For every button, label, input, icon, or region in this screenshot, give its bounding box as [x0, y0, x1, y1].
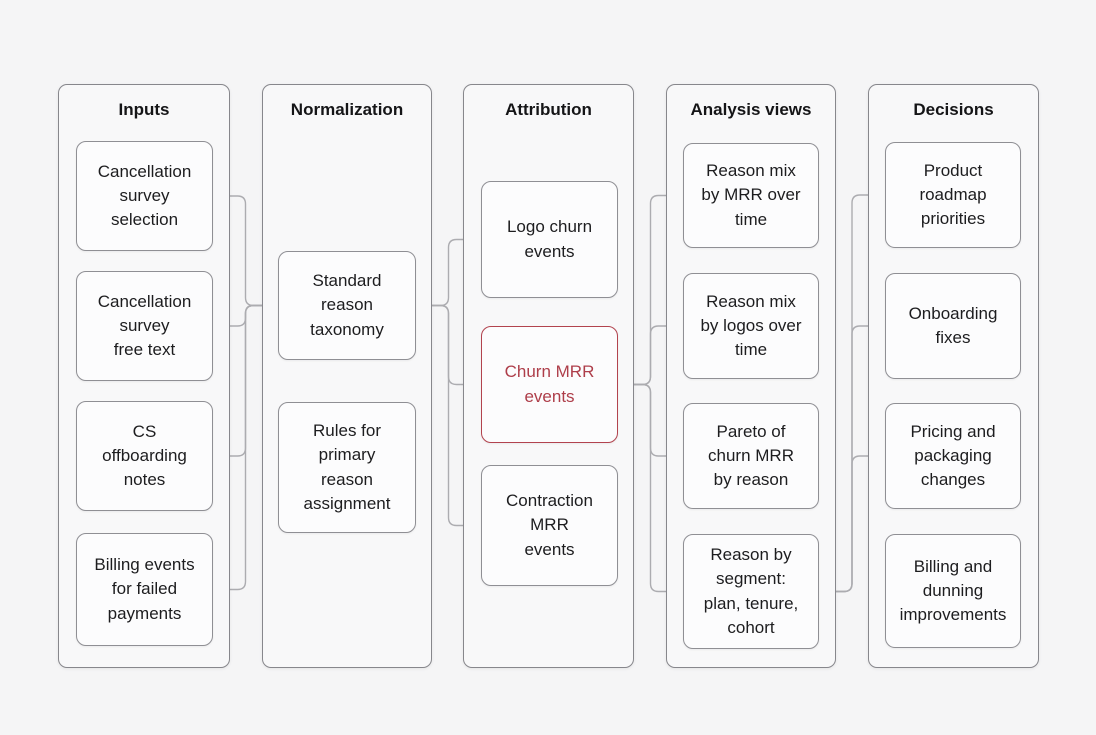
node-label: Onboarding fixes	[908, 303, 998, 347]
node-label: Reason mix by MRR over time	[701, 161, 801, 229]
node-cs-offboarding-notes: CS offboarding notes	[76, 401, 213, 511]
node-label: Standard reason taxonomy	[310, 271, 384, 339]
node-rules-for-primary-reason-assignment: Rules for primary reason assignment	[278, 402, 416, 533]
column-title: Inputs	[118, 100, 170, 119]
column-title: Attribution	[505, 100, 592, 119]
column-decisions: Decisions Product roadmap priorities Onb…	[868, 84, 1039, 668]
column-title: Normalization	[290, 100, 404, 119]
node-cancellation-survey-selection: Cancellation survey selection	[76, 141, 213, 251]
node-label: Contraction MRR events	[506, 491, 593, 559]
node-contraction-mrr-events: Contraction MRR events	[481, 465, 618, 586]
node-label: Reason by segment: plan, tenure, cohort	[703, 545, 799, 637]
node-billing-and-dunning-improvements: Billing and dunning improvements	[885, 534, 1021, 648]
column-normalization: Normalization Standard reason taxonomy R…	[262, 84, 432, 668]
node-label: Reason mix by logos over time	[700, 291, 802, 360]
column-title: Analysis views	[690, 100, 812, 119]
node-label: Pricing and packaging changes	[910, 421, 996, 490]
node-label: Rules for primary reason assignment	[303, 421, 391, 513]
node-label: Pareto of churn MRR by reason	[708, 421, 794, 490]
node-logo-churn-events: Logo churn events	[481, 181, 618, 298]
node-label: Product roadmap priorities	[919, 160, 987, 229]
node-product-roadmap-priorities: Product roadmap priorities	[885, 142, 1021, 248]
node-label: Billing events for failed payments	[94, 555, 195, 623]
node-label: CS offboarding notes	[102, 421, 187, 490]
node-reason-by-segment: Reason by segment: plan, tenure, cohort	[683, 534, 819, 649]
node-churn-mrr-events: Churn MRR events	[481, 326, 618, 443]
node-reason-mix-by-mrr-over-time: Reason mix by MRR over time	[683, 143, 819, 248]
node-standard-reason-taxonomy: Standard reason taxonomy	[278, 251, 416, 360]
node-billing-events-for-failed-payments: Billing events for failed payments	[76, 533, 213, 646]
node-label: Churn MRR events	[504, 362, 595, 406]
column-inputs: Inputs Cancellation survey selection Can…	[58, 84, 230, 668]
node-cancellation-survey-free-text: Cancellation survey free text	[76, 271, 213, 381]
node-label: Logo churn events	[506, 217, 593, 261]
node-label: Cancellation survey selection	[97, 161, 192, 230]
column-title: Decisions	[913, 100, 994, 119]
node-pricing-and-packaging-changes: Pricing and packaging changes	[885, 403, 1021, 509]
node-onboarding-fixes: Onboarding fixes	[885, 273, 1021, 379]
column-attribution: Attribution Logo churn events Churn MRR …	[463, 84, 634, 668]
node-label: Billing and dunning improvements	[899, 556, 1007, 625]
node-pareto-of-churn-mrr-by-reason: Pareto of churn MRR by reason	[683, 403, 819, 509]
column-analysis-views: Analysis views Reason mix by MRR over ti…	[666, 84, 836, 668]
node-label: Cancellation survey free text	[97, 291, 192, 360]
node-reason-mix-by-logos-over-time: Reason mix by logos over time	[683, 273, 819, 379]
